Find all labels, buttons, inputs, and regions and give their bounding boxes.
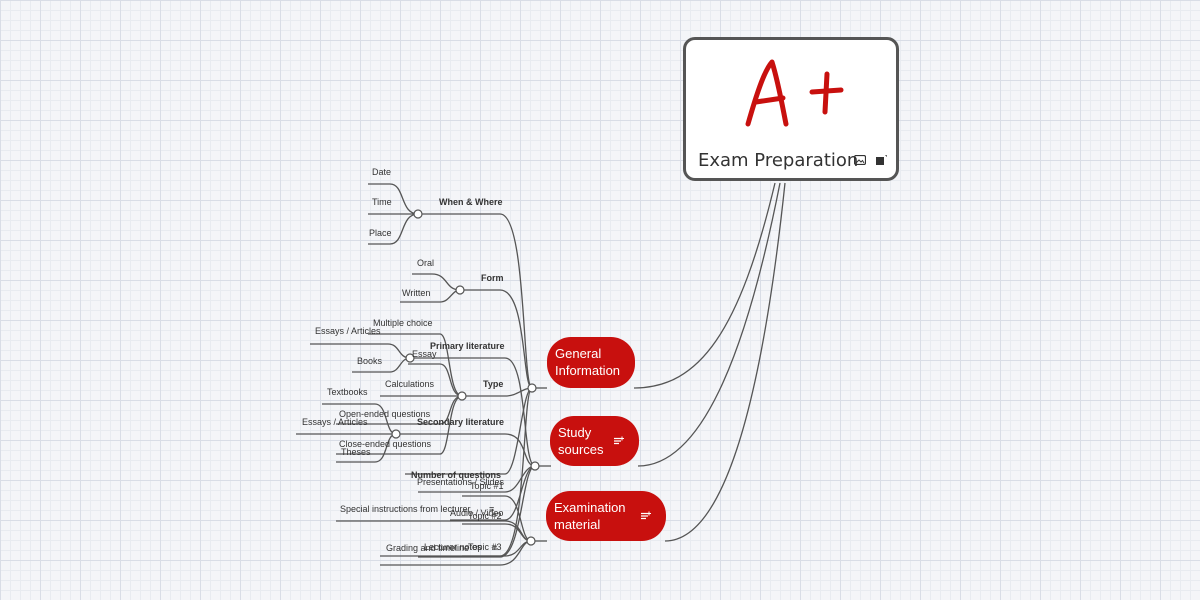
branch-examination-material[interactable]: Examination material	[546, 491, 666, 541]
node-type[interactable]: Type	[483, 379, 503, 389]
branch-general-information[interactable]: General Information	[547, 337, 635, 388]
hub-exam[interactable]	[526, 536, 536, 546]
node-multiple-choice[interactable]: Multiple choice	[373, 318, 433, 328]
node-open-ended[interactable]: Open-ended questions	[339, 409, 431, 419]
node-date[interactable]: Date	[372, 167, 391, 177]
node-essays-articles-2[interactable]: Essays / Articles	[302, 417, 368, 427]
branch-study-sources[interactable]: Study sources	[550, 416, 639, 466]
node-secondary-literature[interactable]: Secondary literature	[417, 417, 504, 427]
node-topic-2[interactable]: Topic #2	[468, 511, 502, 521]
node-primary-literature[interactable]: Primary literature	[430, 341, 505, 351]
node-essays-articles-1[interactable]: Essays / Articles	[315, 326, 381, 336]
branch-examination-material-label: Examination material	[554, 500, 626, 532]
node-topic-1[interactable]: Topic #1	[470, 481, 504, 491]
note-icon-topic-1: ≡	[489, 504, 494, 514]
node-number-of-questions[interactable]: Number of questions	[411, 470, 501, 480]
root-title: Exam Preparation	[698, 150, 859, 171]
node-topic-3[interactable]: Topic #3	[468, 542, 502, 552]
node-essay[interactable]: Essay	[412, 349, 437, 359]
node-audio-video[interactable]: Audio / Video	[450, 508, 503, 518]
node-grading-timeline[interactable]: Grading and timeline	[386, 543, 469, 553]
hub-form[interactable]	[455, 285, 465, 295]
node-lecturer-notes[interactable]: Lecturer notes	[424, 542, 482, 552]
hub-general[interactable]	[527, 383, 537, 393]
node-calculations[interactable]: Calculations	[385, 379, 435, 389]
a-plus-badge-icon	[745, 59, 844, 127]
node-time[interactable]: Time	[372, 197, 392, 207]
node-place[interactable]: Place	[369, 228, 392, 238]
node-form[interactable]: Form	[481, 273, 504, 283]
node-close-ended[interactable]: Close-ended questions	[339, 439, 432, 449]
note-icon[interactable]	[876, 155, 887, 165]
node-textbooks[interactable]: Textbooks	[327, 387, 368, 397]
hub-when-where[interactable]	[413, 209, 423, 219]
node-presentations[interactable]: Presentations / Slides	[417, 477, 505, 487]
hub-secondary-lit[interactable]	[391, 429, 401, 439]
node-books[interactable]: Books	[357, 356, 383, 366]
node-when-where[interactable]: When & Where	[439, 197, 503, 207]
root-node-card[interactable]: Exam Preparation	[683, 37, 899, 181]
node-theses[interactable]: Theses	[341, 447, 371, 457]
note-icon[interactable]	[614, 436, 625, 446]
image-icon[interactable]	[854, 155, 866, 165]
note-icon[interactable]	[641, 511, 652, 521]
note-icon-topic-3: ≡	[492, 543, 497, 553]
hub-primary-lit[interactable]	[405, 353, 415, 363]
branch-study-sources-label: Study sources	[558, 425, 604, 457]
branch-general-information-label: General Information	[555, 346, 621, 378]
node-written[interactable]: Written	[402, 288, 430, 298]
hub-type[interactable]	[457, 391, 467, 401]
hub-study[interactable]	[530, 461, 540, 471]
node-oral[interactable]: Oral	[417, 258, 434, 268]
node-special-instructions[interactable]: Special instructions from lecturer	[340, 504, 471, 514]
